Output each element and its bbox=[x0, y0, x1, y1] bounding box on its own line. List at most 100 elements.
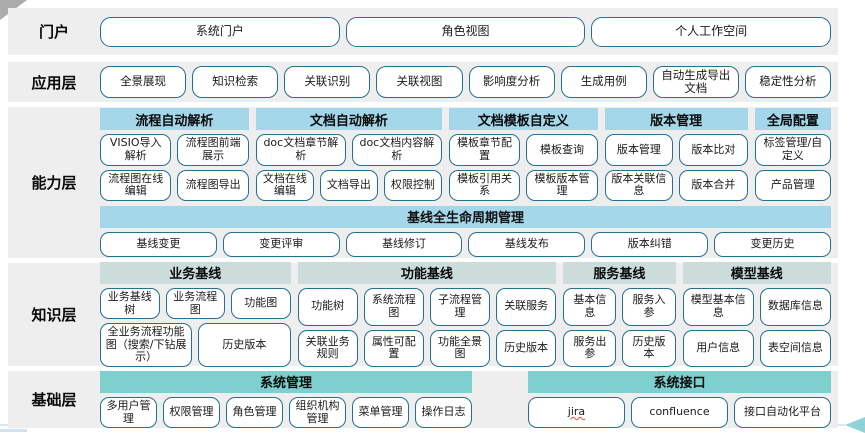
group: 模型基线模型基本信息数据库信息用户信息表空间信息 bbox=[682, 261, 832, 368]
chip-button[interactable]: 版本纠错 bbox=[591, 231, 709, 257]
chip-button[interactable]: 模板查询 bbox=[526, 134, 598, 166]
chip-button[interactable]: 流程图前端展示 bbox=[177, 134, 249, 166]
chip-button[interactable]: 功能图 bbox=[231, 287, 291, 320]
chip-button[interactable]: 组织机构管理 bbox=[289, 396, 346, 429]
chip-button[interactable]: 版本合并 bbox=[679, 169, 748, 201]
group: 功能基线功能树系统流程图子流程管理关联服务关联业务规则属性可配置功能全景图历史版… bbox=[297, 261, 557, 368]
chip-button[interactable]: 稳定性分析 bbox=[744, 65, 831, 99]
chip-button[interactable]: 全业务流程功能图（搜索/下钻展示） bbox=[100, 323, 193, 368]
chip-button[interactable]: 接口自动化平台 bbox=[734, 396, 831, 429]
chip-button[interactable]: 属性可配置 bbox=[363, 329, 424, 368]
chip-button[interactable]: 系统流程图 bbox=[363, 287, 424, 326]
chip-button[interactable]: 业务基线树 bbox=[100, 287, 160, 320]
group-button-row: 模型基本信息数据库信息 bbox=[682, 287, 832, 326]
layer-band-knowledge: 知识层 业务基线业务基线树业务流程图功能图全业务流程功能图（搜索/下钻展示）历史… bbox=[8, 261, 838, 368]
chip-button[interactable]: 影响度分析 bbox=[468, 65, 555, 99]
chip-button[interactable]: 权限控制 bbox=[383, 169, 442, 201]
chip-button[interactable]: 数据库信息 bbox=[759, 287, 832, 326]
chip-button[interactable]: 服务出参 bbox=[563, 329, 617, 368]
group-header: 文档自动解析 bbox=[255, 108, 442, 131]
chip-button[interactable]: 产品管理 bbox=[754, 169, 832, 201]
chip-button[interactable]: 版本比对 bbox=[679, 134, 748, 166]
layer-label-portal: 门户 bbox=[38, 23, 69, 41]
group-header: 版本管理 bbox=[604, 108, 748, 131]
chip-button[interactable]: 关联服务 bbox=[496, 287, 557, 326]
chip-button[interactable]: 功能树 bbox=[297, 287, 358, 326]
chip-button[interactable]: 操作日志 bbox=[415, 396, 472, 429]
chip-button[interactable]: 生成用例 bbox=[560, 65, 647, 99]
group: 业务基线业务基线树业务流程图功能图全业务流程功能图（搜索/下钻展示）历史版本 bbox=[100, 261, 291, 368]
chip-button[interactable]: 版本关联信息 bbox=[604, 169, 674, 201]
chip-button[interactable]: 流程图导出 bbox=[177, 169, 249, 201]
chip-button[interactable]: 文档在线编辑 bbox=[255, 169, 314, 201]
chip-button[interactable]: 服务入参 bbox=[622, 287, 676, 326]
baseline-lifecycle-header: 基线全生命周期管理 bbox=[100, 205, 831, 228]
group-button-row: 版本关联信息版本合并 bbox=[604, 169, 748, 201]
chip-button[interactable]: 文档导出 bbox=[319, 169, 378, 201]
chip-button[interactable]: 全景展现 bbox=[100, 65, 187, 99]
chip-button[interactable]: 角色管理 bbox=[226, 396, 283, 429]
group: 系统管理多用户管理权限管理角色管理组织机构管理菜单管理操作日志 bbox=[100, 370, 472, 429]
chip-button[interactable]: 用户信息 bbox=[682, 329, 754, 368]
chip-button[interactable]: 模板引用关系 bbox=[448, 169, 521, 201]
chip-button[interactable]: 标签管理/自定义 bbox=[754, 134, 832, 166]
chip-button[interactable]: 角色视图 bbox=[345, 16, 586, 47]
chip-button[interactable]: 子流程管理 bbox=[429, 287, 491, 326]
layer-label-application: 应用层 bbox=[31, 73, 77, 92]
chip-button[interactable]: 模板版本管理 bbox=[526, 169, 598, 201]
chip-button[interactable]: VISIO导入解析 bbox=[100, 134, 172, 166]
chip-button[interactable]: 系统门户 bbox=[100, 16, 340, 47]
chip-button[interactable]: doc文档内容解析 bbox=[351, 134, 442, 166]
chip-button[interactable]: 菜单管理 bbox=[352, 396, 409, 429]
chip-button[interactable]: 流程图在线编辑 bbox=[100, 169, 172, 201]
chip-button[interactable]: 变更历史 bbox=[714, 231, 831, 257]
group-button-row: 文档在线编辑文档导出权限控制 bbox=[255, 169, 442, 201]
layer-band-application: 应用层 全景展现知识检索关联识别关联视图影响度分析生成用例自动生成导出文档稳定性… bbox=[8, 62, 838, 102]
group: 文档模板自定义模板章节配置模板查询模板引用关系模板版本管理 bbox=[448, 108, 598, 201]
portal-button-row: 系统门户角色视图个人工作空间 bbox=[100, 16, 832, 47]
chip-button[interactable]: 版本管理 bbox=[604, 134, 674, 166]
chip-button[interactable]: 表空间信息 bbox=[759, 329, 832, 368]
layer-band-portal: 门户 系统门户角色视图个人工作空间 bbox=[8, 8, 838, 55]
chip-button[interactable]: 业务流程图 bbox=[165, 287, 226, 320]
group-button-row: 全业务流程功能图（搜索/下钻展示）历史版本 bbox=[100, 323, 291, 368]
chip-button[interactable]: 关联识别 bbox=[284, 65, 371, 99]
bottom-left-accent bbox=[0, 429, 27, 432]
chip-button[interactable]: 历史版本 bbox=[622, 329, 676, 368]
chip-button[interactable]: 基本信息 bbox=[563, 287, 617, 326]
chip-button[interactable]: 基线修订 bbox=[345, 231, 463, 257]
chip-button[interactable]: 历史版本 bbox=[496, 329, 557, 368]
chip-button[interactable]: confluence bbox=[631, 396, 728, 429]
group-button-row: 模板章节配置模板查询 bbox=[448, 134, 598, 166]
chip-button[interactable]: 权限管理 bbox=[163, 396, 220, 429]
group-header: 服务基线 bbox=[563, 261, 676, 284]
chip-button[interactable]: jira bbox=[528, 396, 625, 429]
chip-button[interactable]: 个人工作空间 bbox=[591, 16, 832, 47]
chip-button[interactable]: 关联视图 bbox=[376, 65, 463, 99]
group-button-row: 关联业务规则属性可配置功能全景图历史版本 bbox=[297, 329, 557, 368]
chip-button[interactable]: 功能全景图 bbox=[429, 329, 491, 368]
group-button-row: 版本管理版本比对 bbox=[604, 134, 748, 166]
layer-label-foundation: 基础层 bbox=[31, 391, 77, 409]
chip-button[interactable]: 模板章节配置 bbox=[448, 134, 521, 166]
chip-button[interactable]: 历史版本 bbox=[198, 323, 291, 368]
chip-button[interactable]: 自动生成导出文档 bbox=[652, 65, 739, 99]
knowledge-groups: 业务基线业务基线树业务流程图功能图全业务流程功能图（搜索/下钻展示）历史版本功能… bbox=[100, 261, 832, 368]
chip-button[interactable]: doc文档章节解析 bbox=[255, 134, 346, 166]
group-button-row: 产品管理 bbox=[754, 169, 832, 201]
group: 服务基线基本信息服务入参服务出参历史版本 bbox=[563, 261, 676, 368]
chip-button[interactable]: 多用户管理 bbox=[100, 396, 157, 429]
group-button-row: 模板引用关系模板版本管理 bbox=[448, 169, 598, 201]
chip-button[interactable]: 关联业务规则 bbox=[297, 329, 358, 368]
chip-button[interactable]: 模型基本信息 bbox=[682, 287, 754, 326]
chip-button[interactable]: 变更评审 bbox=[222, 231, 340, 257]
chip-button[interactable]: 基线变更 bbox=[100, 231, 217, 257]
chip-button[interactable]: 知识检索 bbox=[192, 65, 279, 99]
chip-button[interactable]: 基线发布 bbox=[468, 231, 586, 257]
